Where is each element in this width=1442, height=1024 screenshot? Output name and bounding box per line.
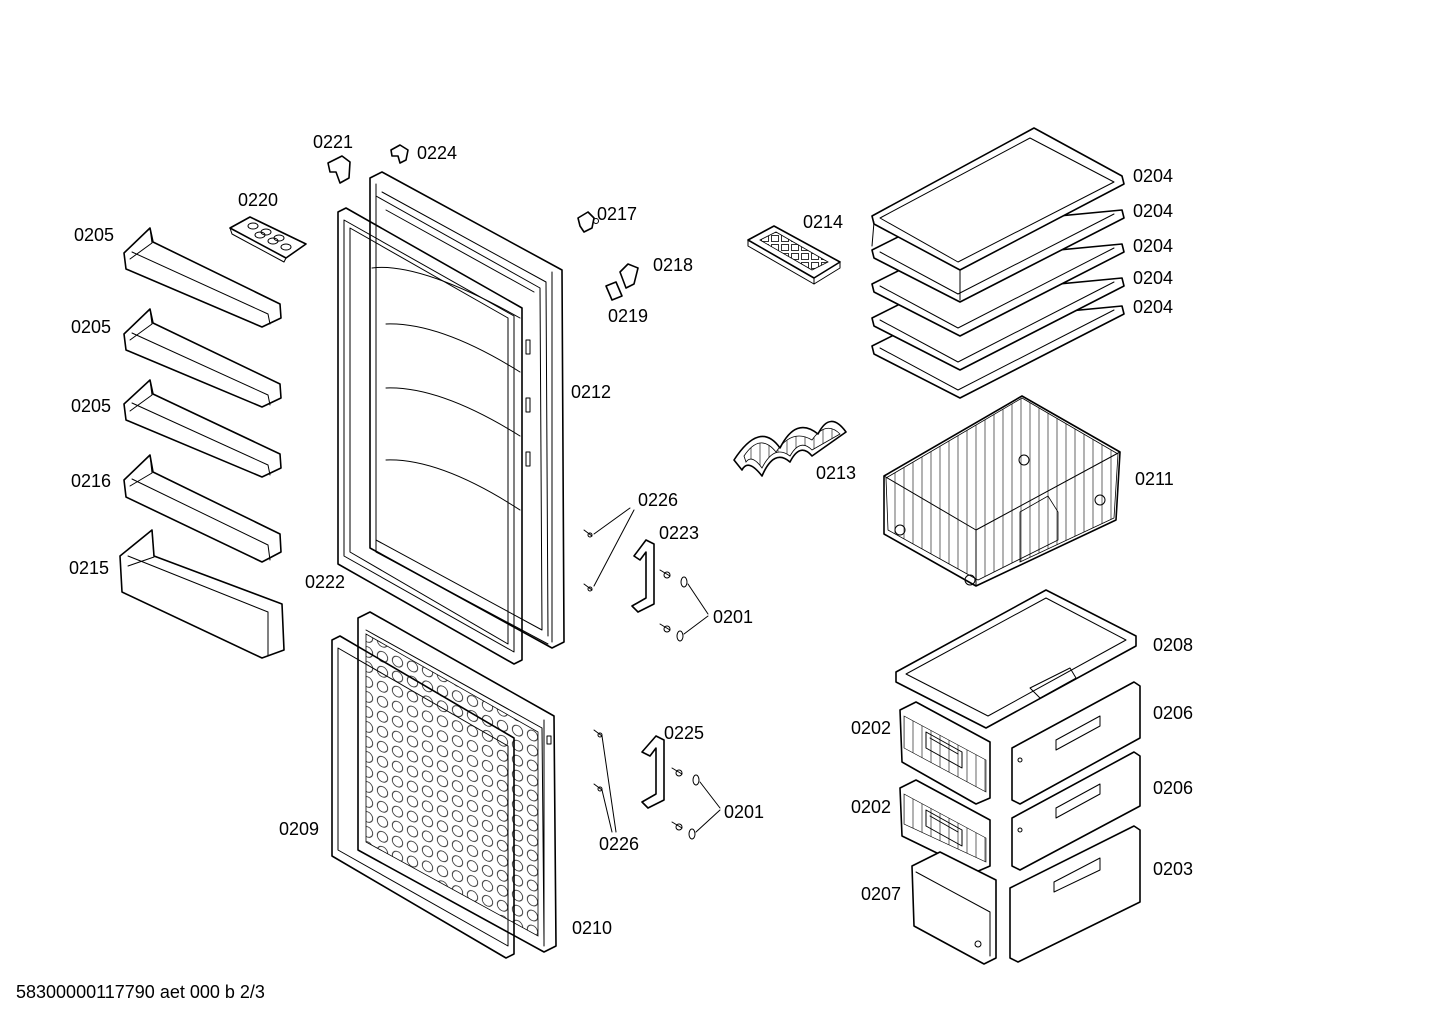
- label-0220: 0220: [238, 190, 278, 210]
- label-0223: 0223: [659, 523, 699, 543]
- label-0204-5: 0204: [1133, 297, 1173, 317]
- door-shelf-0216: [123, 454, 282, 563]
- lower-door-gasket-0209: [331, 635, 515, 959]
- label-0221: 0221: [313, 132, 353, 152]
- label-0201-lower: 0201: [724, 802, 764, 822]
- label-0206-lower: 0206: [1153, 778, 1193, 798]
- screw-upper-2: [583, 583, 593, 592]
- drawer-0202-upper: [899, 701, 991, 805]
- label-0205-third: 0205: [71, 396, 111, 416]
- drawer-front-0206-lower: [1011, 751, 1141, 871]
- screw-lower-3: [671, 767, 683, 777]
- label-0226-upper: 0226: [638, 490, 678, 510]
- label-0204-4: 0204: [1133, 268, 1173, 288]
- screw-lower-1: [593, 729, 603, 738]
- hinge-cover-0221: [327, 155, 351, 184]
- screw-lower-2: [593, 783, 603, 792]
- label-0213: 0213: [816, 463, 856, 483]
- label-0215: 0215: [69, 558, 109, 578]
- drawer-0207-large: [911, 851, 997, 965]
- label-0210: 0210: [572, 918, 612, 938]
- screw-lower-4: [671, 821, 683, 831]
- hinge-cap-0224: [390, 144, 409, 164]
- label-0225: 0225: [664, 723, 704, 743]
- drawer-front-0206-upper: [1011, 681, 1141, 805]
- label-0201-upper: 0201: [713, 607, 753, 627]
- label-0209: 0209: [279, 819, 319, 839]
- label-0216: 0216: [71, 471, 111, 491]
- label-0204-1: 0204: [1133, 166, 1173, 186]
- label-0222: 0222: [305, 572, 345, 592]
- label-0219: 0219: [608, 306, 648, 326]
- handle-lower-0225: [641, 735, 665, 809]
- label-0205-second: 0205: [71, 317, 111, 337]
- label-0207: 0207: [861, 884, 901, 904]
- screw-upper-4: [659, 623, 671, 633]
- drawer-cover-0208: [895, 589, 1137, 729]
- label-0206-upper: 0206: [1153, 703, 1193, 723]
- label-0214: 0214: [803, 212, 843, 232]
- document-id: 58300000117790 aet 000 b 2/3: [16, 982, 265, 1002]
- label-0204-3: 0204: [1133, 236, 1173, 256]
- bracket-0219: [605, 281, 623, 301]
- handle-upper-0223: [631, 539, 655, 613]
- bracket-0218: [619, 263, 639, 289]
- ice-tray-0214: [747, 225, 841, 285]
- label-0205-top: 0205: [74, 225, 114, 245]
- door-shelf-0205-second: [123, 308, 282, 408]
- door-shelf-0205-top: [123, 227, 282, 328]
- label-0204-2: 0204: [1133, 201, 1173, 221]
- upper-door-0212: [369, 171, 565, 649]
- clip-0217: [577, 211, 599, 233]
- label-0202-lower: 0202: [851, 797, 891, 817]
- door-shelf-0205-third: [123, 379, 282, 478]
- lower-door-0210: [357, 611, 557, 953]
- screw-upper-1: [583, 529, 593, 538]
- label-0202-upper: 0202: [851, 718, 891, 738]
- label-0212: 0212: [571, 382, 611, 402]
- label-0226-lower: 0226: [599, 834, 639, 854]
- label-0217: 0217: [597, 204, 637, 224]
- screw-upper-3: [659, 569, 671, 579]
- door-shelf-0215-deep: [119, 529, 285, 659]
- label-0218: 0218: [653, 255, 693, 275]
- egg-tray-0220: [229, 216, 307, 263]
- label-0224: 0224: [417, 143, 457, 163]
- label-0203: 0203: [1153, 859, 1193, 879]
- freezer-basket-0211: [883, 395, 1121, 587]
- drawer-0202-lower: [899, 779, 991, 873]
- label-0211: 0211: [1135, 469, 1174, 489]
- bottle-rack-0213: [733, 420, 847, 477]
- drawer-front-0203: [1009, 825, 1141, 963]
- glass-shelves-0204: [871, 127, 1125, 399]
- upper-door-gasket-0222: [337, 207, 523, 665]
- label-0208: 0208: [1153, 635, 1193, 655]
